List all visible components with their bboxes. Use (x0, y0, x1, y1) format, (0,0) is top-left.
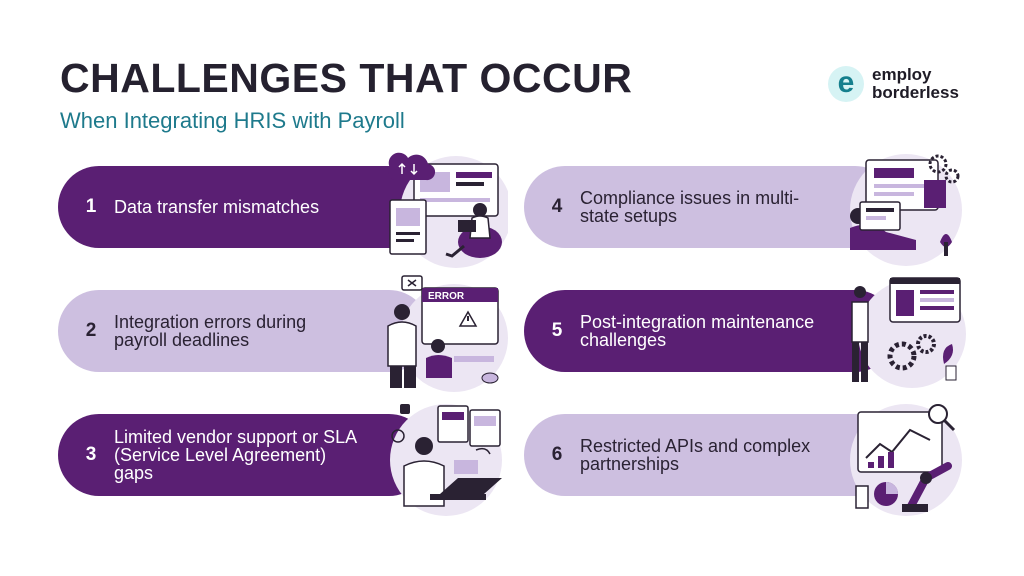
challenge-item-4: 4 Compliance issues in multi-state setup… (524, 166, 896, 248)
page-title: CHALLENGES THAT OCCUR (60, 55, 633, 101)
robot-arm-charts-illustration-icon (850, 404, 962, 516)
challenge-item-5: 5 Post-integration maintenance challenge… (524, 290, 896, 372)
logo-text: employ borderless (872, 66, 959, 102)
item-number: 3 (85, 444, 97, 465)
page-subtitle: When Integrating HRIS with Payroll (60, 108, 405, 133)
challenge-item-1: 1 Data transfer mismatches (58, 166, 430, 248)
item-number: 6 (551, 444, 563, 465)
svg-text:ERROR: ERROR (428, 291, 465, 302)
item-text: Limited vendor support or SLA (Service L… (114, 427, 357, 483)
item-text: Post-integration maintenance challenges (580, 312, 815, 350)
phone-support-laptop-illustration-icon (390, 404, 502, 516)
item-number: 5 (551, 320, 563, 341)
logo-line-1: employ (872, 65, 932, 84)
item-text: Compliance issues in multi-state setups (580, 188, 800, 226)
item-number: 1 (85, 196, 97, 217)
brand-logo: e employ borderless (828, 66, 959, 102)
item-number: 2 (85, 320, 97, 341)
challenge-item-2: 2 Integration errors during payroll dead… (58, 290, 430, 372)
item-text: Restricted APIs and complex partnerships (580, 436, 811, 474)
challenge-item-6: 6 Restricted APIs and complex partnershi… (524, 414, 896, 496)
item-number: 4 (551, 196, 563, 217)
error-screen-illustration-icon: ERROR (387, 275, 508, 392)
challenge-item-3: 3 Limited vendor support or SLA (Service… (58, 414, 430, 496)
dashboard-maintenance-illustration-icon (851, 277, 966, 388)
monitor-gears-illustration-icon (850, 154, 962, 266)
item-text: Data transfer mismatches (114, 197, 320, 217)
logo-mark-icon: e (828, 66, 864, 102)
item-text: Integration errors during payroll deadli… (114, 312, 307, 350)
cloud-upload-dashboard-illustration-icon (388, 152, 508, 268)
logo-line-2: borderless (872, 83, 959, 102)
